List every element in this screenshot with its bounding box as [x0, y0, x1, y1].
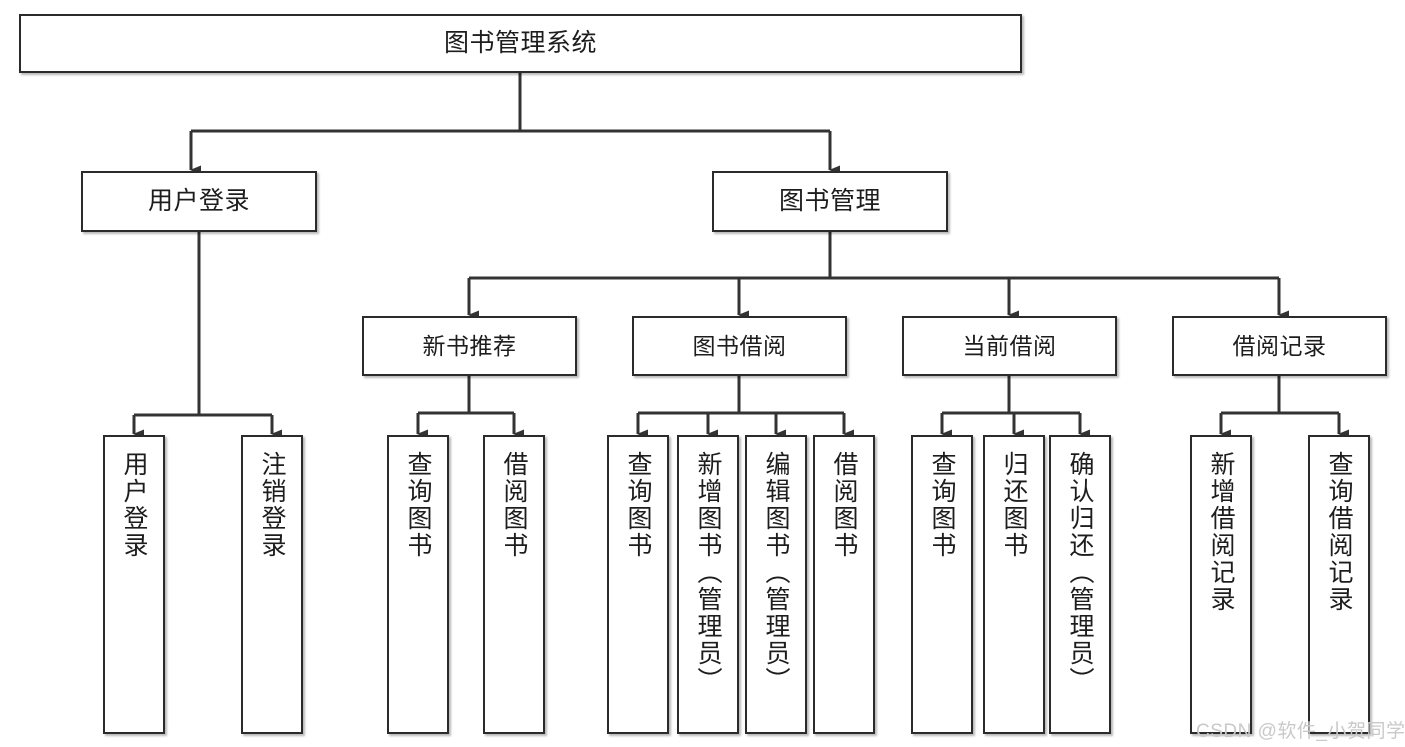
node-leaf-logout-label: 注销登录 [258, 451, 286, 559]
node-current-borrow-label: 当前借阅 [962, 332, 1057, 359]
node-book-management[interactable]: 图书管理 [712, 171, 948, 232]
node-leaf-edit-book-label: 编辑图书（管理员） [762, 451, 790, 694]
node-leaf-confirm-return[interactable]: 确认归还（管理员） [1049, 435, 1111, 734]
node-leaf-borrow-book-2[interactable]: 借阅图书 [813, 435, 875, 734]
node-leaf-add-book-label: 新增图书（管理员） [694, 451, 722, 694]
node-leaf-add-record[interactable]: 新增借阅记录 [1190, 435, 1252, 734]
node-user-login[interactable]: 用户登录 [81, 171, 317, 232]
node-leaf-query-book-1[interactable]: 查询图书 [387, 435, 449, 734]
node-leaf-edit-book[interactable]: 编辑图书（管理员） [745, 435, 807, 734]
node-leaf-borrow-book-1-label: 借阅图书 [500, 451, 528, 559]
node-new-book-recommend[interactable]: 新书推荐 [362, 316, 577, 376]
node-leaf-return-book-label: 归还图书 [1000, 451, 1028, 559]
node-leaf-logout[interactable]: 注销登录 [241, 435, 303, 734]
node-new-book-recommend-label: 新书推荐 [422, 332, 517, 359]
node-leaf-borrow-book-1[interactable]: 借阅图书 [483, 435, 545, 734]
node-leaf-query-record[interactable]: 查询借阅记录 [1308, 435, 1370, 734]
node-leaf-query-book-3-label: 查询图书 [928, 451, 956, 559]
node-leaf-query-book-1-label: 查询图书 [404, 451, 432, 559]
node-book-borrow-label: 图书借阅 [692, 332, 787, 359]
node-book-borrow[interactable]: 图书借阅 [632, 316, 847, 376]
node-leaf-add-record-label: 新增借阅记录 [1207, 451, 1235, 613]
node-leaf-add-book[interactable]: 新增图书（管理员） [677, 435, 739, 734]
node-leaf-user-login[interactable]: 用户登录 [103, 435, 165, 734]
node-leaf-query-book-3[interactable]: 查询图书 [911, 435, 973, 734]
node-borrow-records-label: 借阅记录 [1232, 332, 1327, 359]
node-user-login-label: 用户登录 [147, 187, 250, 216]
node-leaf-borrow-book-2-label: 借阅图书 [830, 451, 858, 559]
node-borrow-records[interactable]: 借阅记录 [1172, 316, 1387, 376]
node-book-management-label: 图书管理 [778, 187, 881, 216]
node-root[interactable]: 图书管理系统 [19, 14, 1022, 73]
node-leaf-return-book[interactable]: 归还图书 [983, 435, 1045, 734]
node-leaf-query-record-label: 查询借阅记录 [1325, 451, 1353, 613]
node-leaf-user-login-label: 用户登录 [120, 451, 148, 559]
node-current-borrow[interactable]: 当前借阅 [902, 316, 1117, 376]
node-leaf-confirm-return-label: 确认归还（管理员） [1066, 451, 1094, 694]
node-leaf-query-book-2-label: 查询图书 [624, 451, 652, 559]
node-leaf-query-book-2[interactable]: 查询图书 [607, 435, 669, 734]
node-root-label: 图书管理系统 [443, 29, 597, 58]
connector-paths [132, 73, 1349, 439]
